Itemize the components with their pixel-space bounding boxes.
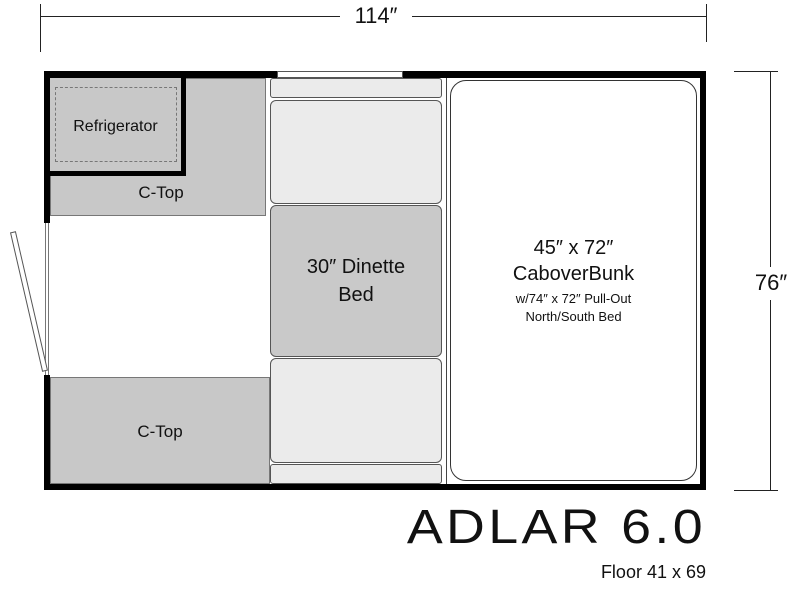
ctop-lower-label: C-Top [137,422,183,441]
dinette-cushion-lower [270,358,442,463]
width-tick-left [40,4,41,52]
bunk-note-1: w/74″ x 72″ Pull-Out [515,291,632,306]
width-dimension-line-right [412,16,706,17]
right-wall [700,71,706,490]
height-dimension-label: 76″ [746,270,796,296]
refrigerator-dashed-outline [55,87,177,162]
door-opening [45,223,49,375]
left-wall-upper [44,71,50,223]
width-tick-right [706,4,707,42]
divider [446,78,447,484]
dinette-label-line2: Bed [338,284,374,306]
dinette-bed: 30″ Dinette Bed [270,205,442,357]
width-dimension-line-left [40,16,340,17]
left-wall-lower [44,375,50,490]
window [277,71,403,78]
top-wall-right [403,71,706,78]
ctop-lower: C-Top [50,377,270,484]
door-panel [9,231,49,372]
floor-plan: C-Top Refrigerator C-Top 30″ Dinette Bed… [44,71,706,490]
bunk-size: 45″ x 72″ [533,237,614,259]
refrigerator-label: Refrigerator [73,118,158,135]
bunk-name: CaboverBunk [512,263,635,285]
dinette-end-bottom [270,464,442,484]
dinette-label-line1: 30″ Dinette [306,256,406,278]
height-tick-bottom [734,490,778,491]
dinette-end-top [270,78,442,98]
height-tick-top [734,71,778,72]
height-dimension-line-bottom [770,300,771,490]
ctop-upper-label: C-Top [138,183,184,202]
top-wall-left [44,71,277,78]
bottom-wall [44,484,706,490]
model-title: ADLAR 6.0 [406,501,706,554]
cabover-bunk: 45″ x 72″ CaboverBunk w/74″ x 72″ Pull-O… [450,80,697,481]
width-dimension-label: 114″ [354,3,398,28]
refrigerator: Refrigerator [50,78,186,176]
bunk-note-2: North/South Bed [525,309,622,324]
dinette-cushion-upper [270,100,442,204]
height-dimension-line-top [770,71,771,267]
floor-size: Floor 41 x 69 [600,562,706,582]
